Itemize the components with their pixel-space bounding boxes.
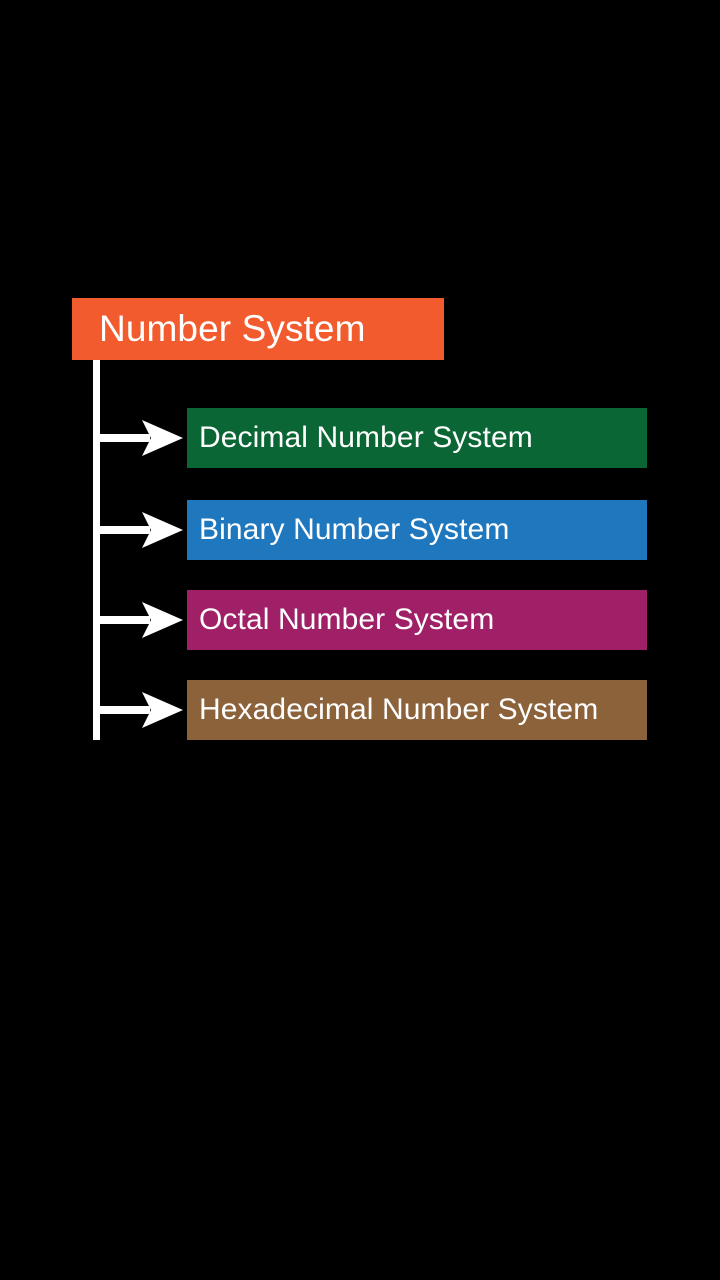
node-root-label: Number System: [99, 308, 366, 349]
branch-stem: [100, 526, 150, 534]
node-child-label: Binary Number System: [199, 513, 510, 546]
branch-stem: [100, 434, 150, 442]
node-child-label: Decimal Number System: [199, 421, 533, 454]
branch-stem: [100, 616, 150, 624]
connector-arrow-decimal: [100, 420, 183, 456]
node-root-number-system[interactable]: Number System: [72, 298, 444, 360]
arrow-right-icon: [142, 420, 183, 456]
arrow-right-icon: [142, 512, 183, 548]
connector-arrow-octal: [100, 602, 183, 638]
node-child-octal-number-system[interactable]: Octal Number System: [187, 590, 647, 650]
trunk-line: [93, 360, 100, 740]
node-child-binary-number-system[interactable]: Binary Number System: [187, 500, 647, 560]
connector-arrow-hexadecimal: [100, 692, 183, 728]
arrow-right-icon: [142, 602, 183, 638]
node-child-hexadecimal-number-system[interactable]: Hexadecimal Number System: [187, 680, 647, 740]
node-child-decimal-number-system[interactable]: Decimal Number System: [187, 408, 647, 468]
node-child-label: Hexadecimal Number System: [199, 693, 599, 726]
connector-arrow-binary: [100, 512, 183, 548]
node-child-label: Octal Number System: [199, 603, 495, 636]
arrow-right-icon: [142, 692, 183, 728]
branch-stem: [100, 706, 150, 714]
